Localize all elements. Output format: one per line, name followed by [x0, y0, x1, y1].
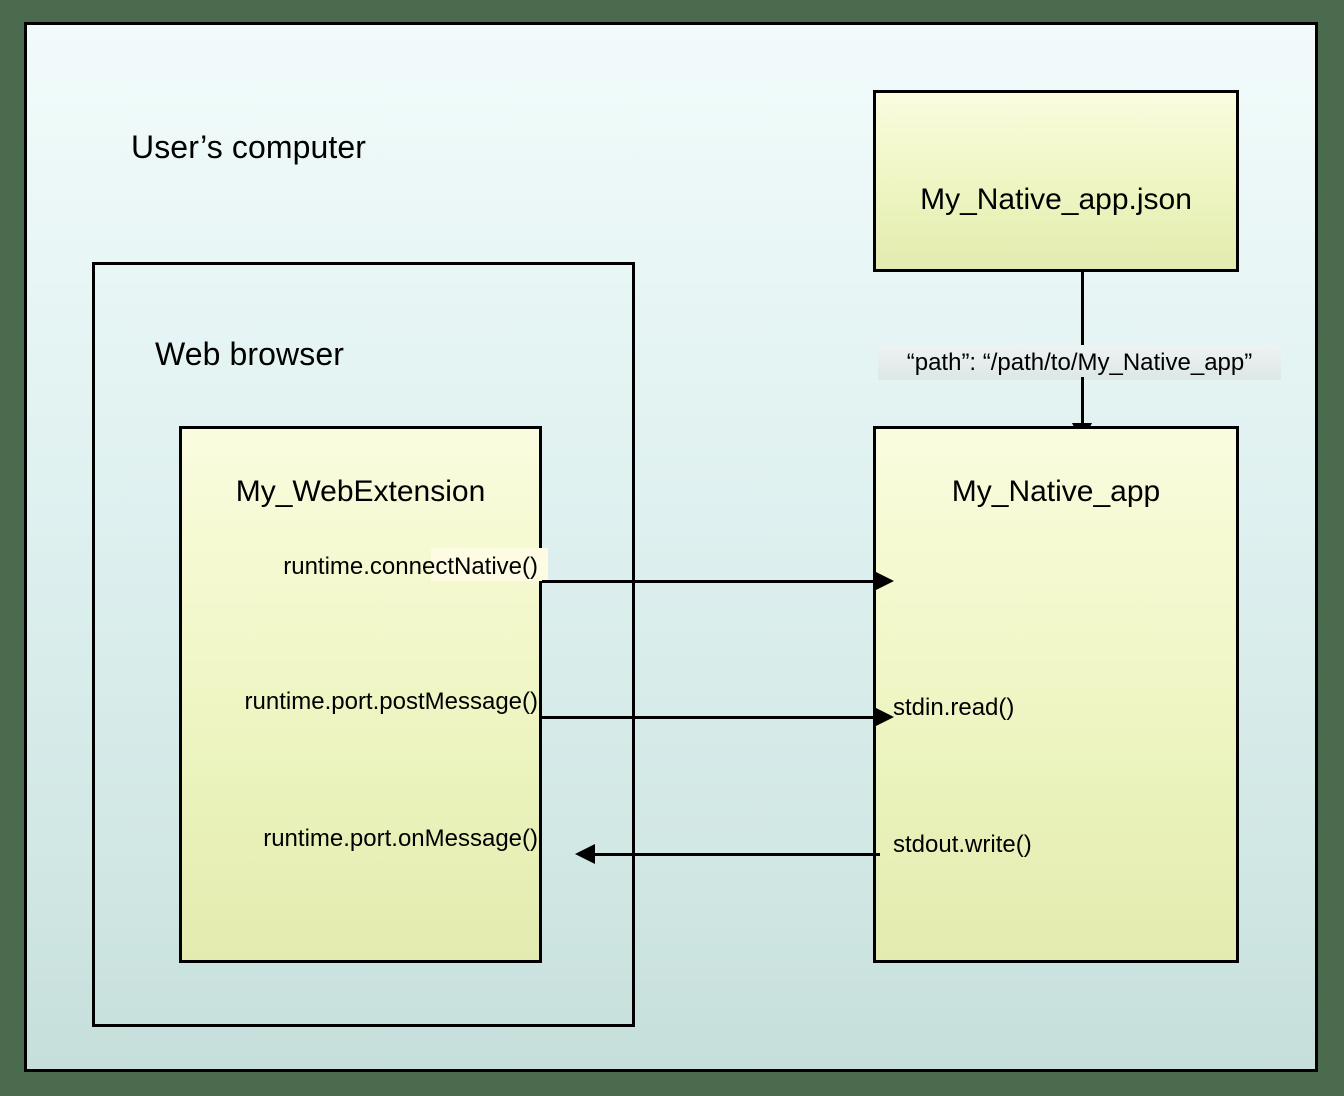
- manifest-edge-lower-segment: [1081, 377, 1084, 428]
- diagram-canvas: User’s computer Web browser My_WebExtens…: [24, 22, 1318, 1072]
- post-message-edge-line: [542, 716, 880, 719]
- api-row-connect-native: runtime.connectNative(): [187, 553, 542, 585]
- users-computer-label: User’s computer: [131, 129, 367, 165]
- native-app-node: [873, 426, 1239, 963]
- webextension-title: My_WebExtension: [235, 475, 486, 508]
- api-label-stdin-read: stdin.read(): [893, 694, 1015, 721]
- web-browser-container: [92, 262, 635, 1027]
- webextension-node: [179, 426, 542, 963]
- web-browser-label: Web browser: [155, 336, 345, 372]
- api-row-on-message: runtime.port.onMessage(): [187, 825, 542, 857]
- path-label-text: “path”: “/path/to/My_Native_app”: [906, 349, 1253, 376]
- connect-native-highlight: [431, 548, 548, 581]
- api-row-post-message: runtime.port.postMessage(): [187, 688, 542, 720]
- manifest-title: My_Native_app.json: [920, 183, 1192, 216]
- post-message-edge-arrowhead-icon: [874, 707, 894, 727]
- path-label-band: [878, 345, 1281, 380]
- manifest-edge-upper-segment: [1081, 272, 1084, 347]
- api-label-stdout-write: stdout.write(): [893, 831, 1032, 858]
- api-label-connect-native: runtime.connectNative(): [283, 553, 538, 580]
- connect-native-edge-arrowhead-icon: [874, 571, 894, 591]
- on-message-edge-line: [595, 853, 880, 856]
- connect-native-edge-line: [542, 580, 880, 583]
- manifest-node: [873, 90, 1239, 272]
- native-app-title: My_Native_app: [951, 475, 1161, 508]
- api-label-post-message: runtime.port.postMessage(): [244, 688, 538, 715]
- api-label-on-message: runtime.port.onMessage(): [263, 825, 538, 852]
- on-message-edge-arrowhead-icon: [575, 844, 595, 864]
